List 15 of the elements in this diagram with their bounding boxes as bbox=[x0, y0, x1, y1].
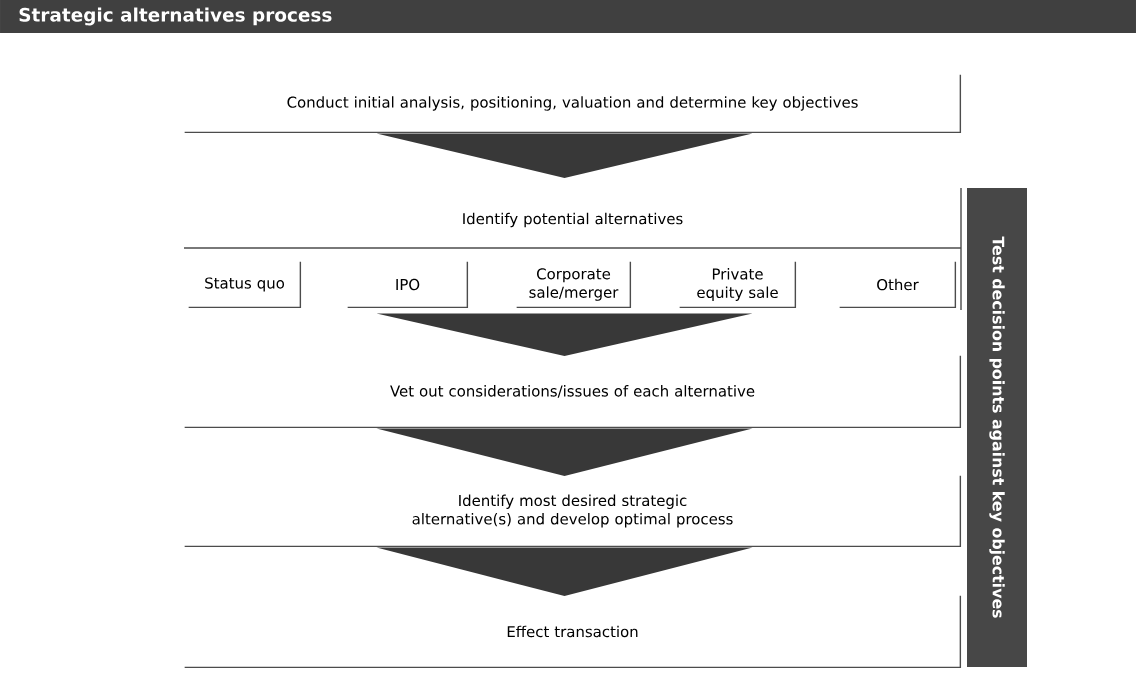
step-box: Conduct initial analysis, positioning, valuation and determine key objectives bbox=[183, 73, 962, 134]
chevron-arrow bbox=[376, 133, 753, 178]
side-bar: Test decision points against key objectives bbox=[967, 188, 1027, 667]
step-box: Corporate sale/merger bbox=[515, 260, 632, 309]
step-box: Effect transaction bbox=[183, 594, 962, 669]
step-box: IPO bbox=[346, 260, 469, 309]
chevron-arrow bbox=[376, 428, 753, 476]
step-box: Other bbox=[838, 260, 957, 309]
step-box: Status quo bbox=[187, 260, 302, 309]
chevron-arrow bbox=[376, 547, 753, 596]
step-box: Identify most desired strategic alternative(s) and develop optimal process bbox=[183, 474, 962, 548]
chevron-arrow bbox=[376, 313, 753, 356]
title-band: Strategic alternatives process bbox=[0, 0, 1136, 33]
step-box: Private equity sale bbox=[678, 260, 797, 309]
step-box: Vet out considerations/issues of each alternative bbox=[183, 354, 962, 429]
